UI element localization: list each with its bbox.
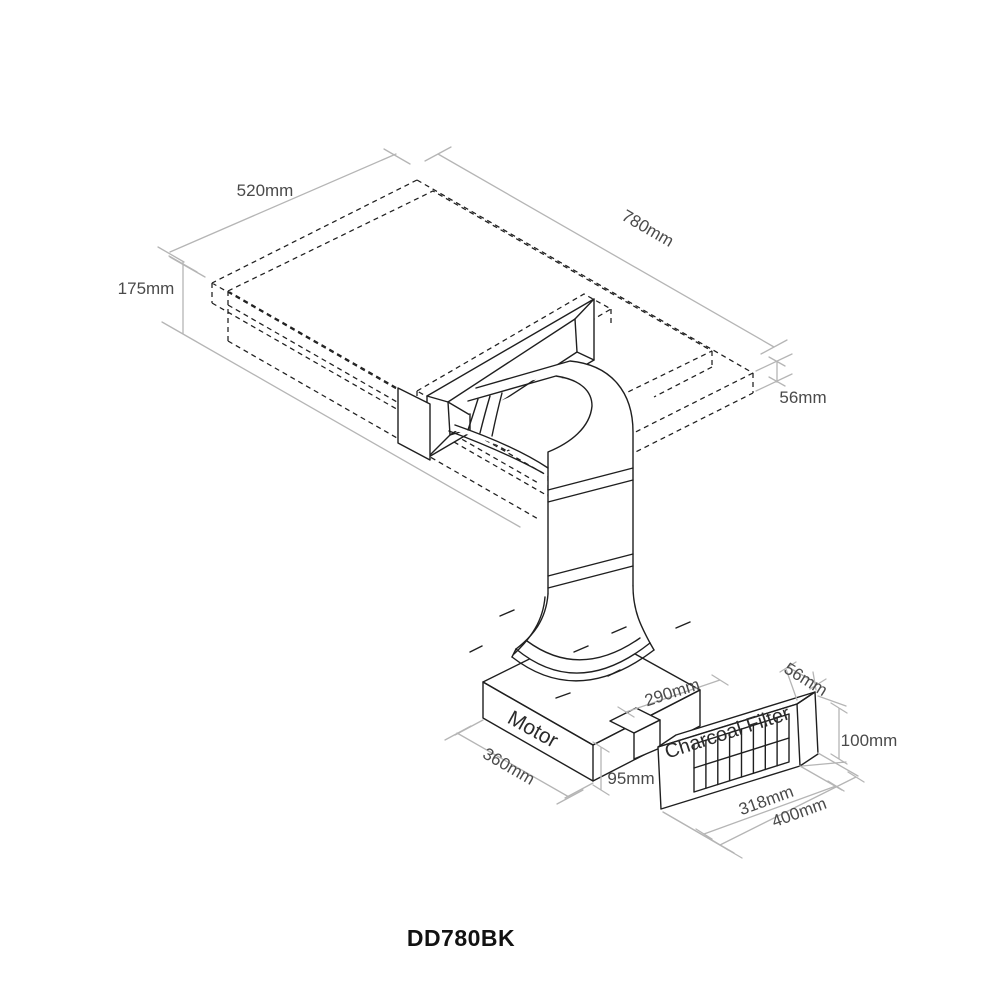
dim-520-line <box>157 148 411 263</box>
duct-bottom-edge-2 <box>448 430 544 474</box>
filter-grid <box>693 713 790 793</box>
extraction-duct <box>448 360 634 595</box>
worktop-top-face <box>211 179 754 477</box>
cutout-right-edges <box>653 351 713 398</box>
dim-175-line <box>161 255 521 528</box>
dim-290-line <box>617 674 729 718</box>
dimension-lines <box>157 146 865 859</box>
label-360mm: 360mm <box>479 744 538 789</box>
dim-56-filter-line <box>779 661 827 701</box>
end-cap-box <box>397 387 431 461</box>
label-56mm-worktop: 56mm <box>779 388 826 407</box>
bell-left-skirt-2 <box>513 596 546 655</box>
dim-95-line <box>592 741 610 796</box>
duct-bottom-edge <box>454 424 549 469</box>
hidden-dash-fragments <box>469 609 691 699</box>
label-175mm: 175mm <box>118 279 175 298</box>
charcoal-filter-box <box>657 691 819 810</box>
model-number: DD780BK <box>407 925 515 951</box>
duct-rear-top-edge <box>475 360 634 587</box>
dimension-labels: 520mm 780mm 175mm 56mm 290mm 56mm 100mm … <box>118 181 898 951</box>
dim-100-line <box>801 695 848 767</box>
filter-right-face <box>796 691 819 767</box>
filter-right-fill <box>797 692 818 766</box>
label-56mm-filter: 56mm <box>781 659 831 700</box>
duct-fill-a <box>476 361 633 594</box>
label-95mm: 95mm <box>607 769 654 788</box>
bezel-miters <box>426 298 595 459</box>
bell-rim-joins <box>511 642 655 658</box>
dim-780-line <box>424 146 788 355</box>
bell-transition <box>511 585 655 682</box>
grid-border <box>693 713 790 793</box>
worktop-hidden-outline <box>211 179 754 497</box>
hood-left-edges <box>227 291 541 521</box>
dim-360-line <box>444 719 594 805</box>
bell-rim-lower <box>511 649 655 682</box>
grid-columns <box>705 717 778 789</box>
label-780mm: 780mm <box>618 206 677 251</box>
duct-front-top-edge <box>467 375 593 595</box>
bell-inner-arc <box>526 637 641 661</box>
duct-seams <box>467 392 503 437</box>
dim-400-line <box>662 752 865 859</box>
vent-end-cap <box>397 387 431 461</box>
end-cap-fill <box>398 388 430 460</box>
motor-front-fill <box>483 682 593 781</box>
label-100mm: 100mm <box>841 731 898 750</box>
column-seam-band-upper <box>547 467 634 503</box>
filter-top-fill <box>658 692 815 747</box>
bell-rim-outer <box>515 642 651 674</box>
bell-left-skirt <box>515 593 549 650</box>
dim-56-worktop-line <box>755 353 793 392</box>
connector-duct <box>609 707 661 760</box>
duct-fill-b <box>452 377 592 470</box>
label-520mm: 520mm <box>237 181 294 200</box>
bell-right-skirt <box>632 585 651 644</box>
column-seam-band-lower <box>547 553 634 589</box>
hood-body-hidden <box>227 190 713 521</box>
